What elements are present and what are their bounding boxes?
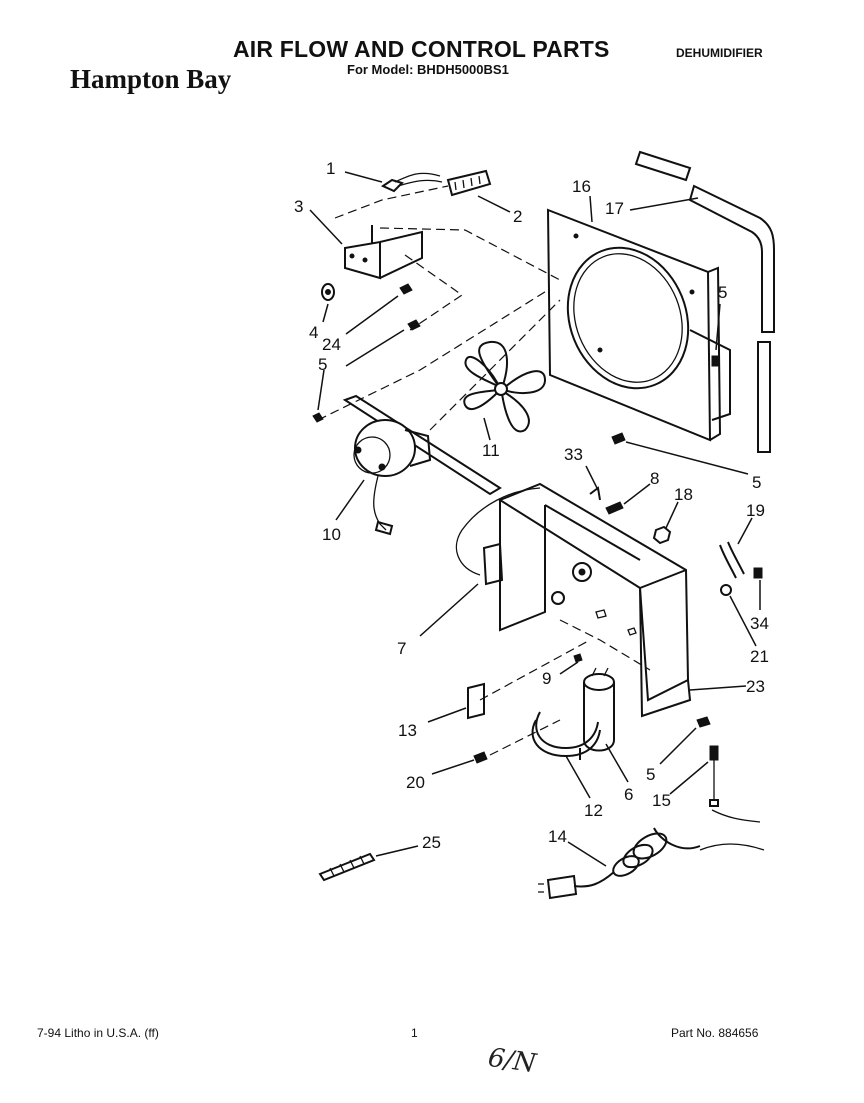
part-17-seal-strips	[634, 150, 775, 453]
callout-10: 10	[322, 525, 341, 544]
part-13-relay	[467, 682, 485, 720]
part-14-power-cord	[538, 809, 765, 900]
callout-5-bottom: 5	[646, 765, 655, 784]
callout-17: 17	[605, 199, 624, 218]
part-12-capacitor-strap	[531, 711, 601, 760]
part-18-nut	[652, 525, 672, 545]
part-9-screw	[573, 653, 583, 663]
callout-21: 21	[750, 647, 769, 666]
callout-24: 24	[322, 335, 341, 354]
callout-4: 4	[309, 323, 318, 342]
callout-16: 16	[572, 177, 591, 196]
callout-6: 6	[624, 785, 633, 804]
callout-1: 1	[326, 159, 335, 178]
footer-print-info: 7-94 Litho in U.S.A. (ff)	[37, 1026, 159, 1040]
callout-12: 12	[584, 801, 603, 820]
part-15-screw	[709, 745, 719, 807]
part-34-screw	[753, 567, 763, 579]
part-1-wire-sensor	[380, 172, 443, 193]
part-6-capacitor	[583, 667, 615, 752]
part-33-clip	[589, 486, 601, 501]
callout-8: 8	[650, 469, 659, 488]
part-23-base-chassis	[497, 482, 692, 718]
callout-leader-lines	[309, 171, 761, 867]
callout-5-shroud: 5	[718, 283, 727, 302]
brand-logo: Hampton Bay	[70, 64, 232, 94]
callout-15: 15	[652, 791, 671, 810]
callout-33: 33	[564, 445, 583, 464]
page-title: AIR FLOW AND CONTROL PARTS	[233, 36, 610, 62]
part-7-wire-harness	[455, 487, 541, 586]
callout-5-lower: 5	[752, 473, 761, 492]
assembly-guide-lines	[317, 185, 651, 756]
part-16-fan-shroud	[546, 208, 731, 442]
part-8-screw	[605, 501, 624, 515]
part-3-control-bracket	[344, 225, 423, 280]
callout-numbers: 1 2 3 16 17 4 24 5 5 5 11 10 33 8 18 19 …	[294, 159, 769, 852]
callout-19: 19	[746, 501, 765, 520]
callout-2: 2	[513, 207, 522, 226]
callout-20: 20	[406, 773, 425, 792]
model-number: For Model: BHDH5000BS1	[347, 62, 509, 77]
callout-7: 7	[397, 639, 406, 658]
part-5-screws	[312, 355, 719, 728]
part-21-washer	[720, 584, 732, 596]
product-category: DEHUMIDIFIER	[676, 46, 763, 60]
callout-3: 3	[294, 197, 303, 216]
part-10-fan-motor	[342, 394, 502, 536]
callout-14: 14	[548, 827, 567, 846]
callout-13: 13	[398, 721, 417, 740]
part-25-long-screw	[318, 852, 376, 882]
part-20-screw	[473, 751, 488, 764]
callout-5-left: 5	[318, 355, 327, 374]
part-2-terminal-block	[446, 169, 492, 197]
footer-part-number: Part No. 884656	[671, 1026, 759, 1040]
part-24-screw	[399, 283, 421, 331]
handwritten-note: 6/N	[486, 1042, 538, 1080]
footer-page-number: 1	[411, 1026, 418, 1040]
callout-34: 34	[750, 614, 769, 633]
part-11-fan-blade	[463, 340, 547, 433]
part-4-knob	[321, 283, 335, 301]
callout-11: 11	[482, 441, 500, 460]
callout-23: 23	[746, 677, 765, 696]
part-19-tube	[719, 541, 745, 579]
callout-18: 18	[674, 485, 693, 504]
callout-25: 25	[422, 833, 441, 852]
callout-9: 9	[542, 669, 551, 688]
